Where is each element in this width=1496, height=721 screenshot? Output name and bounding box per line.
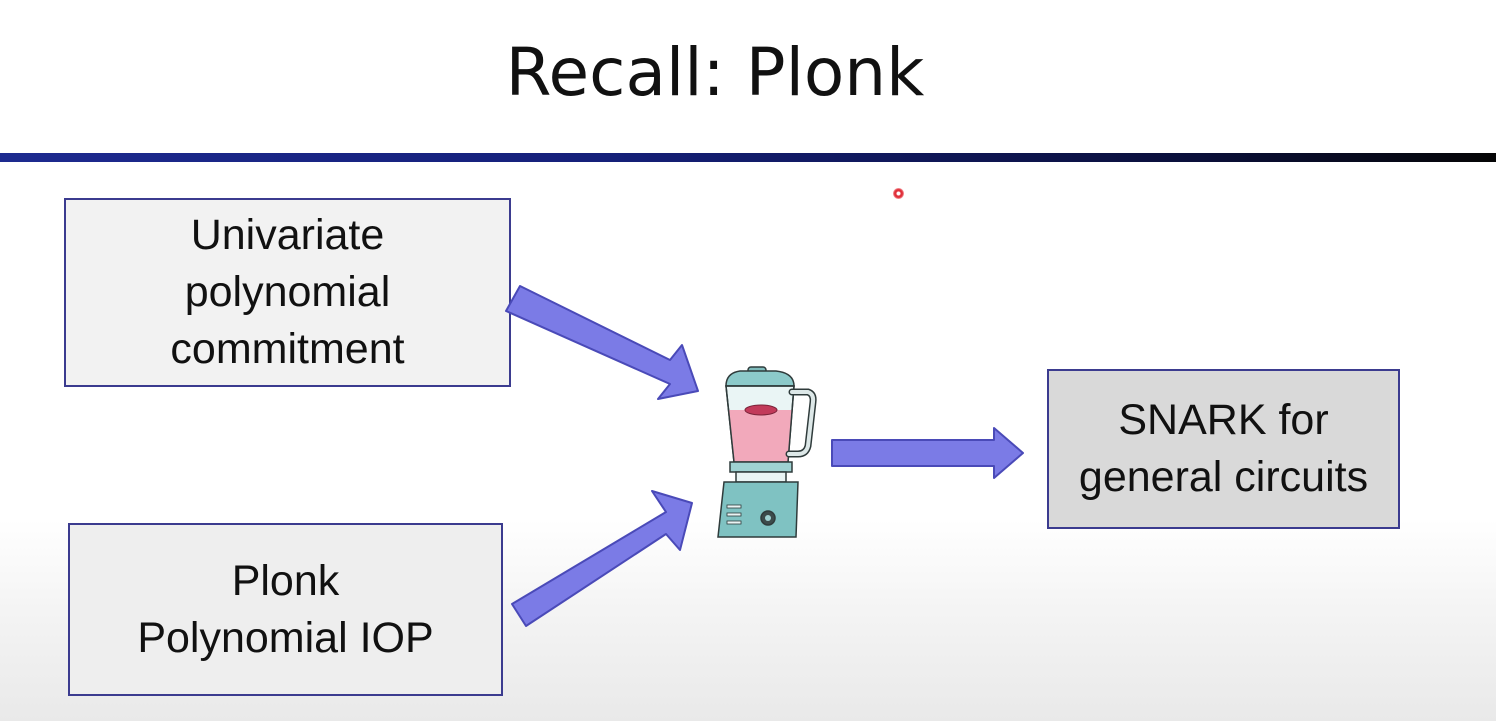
box-label-line: polynomial <box>184 268 391 316</box>
laser-pointer-dot <box>893 188 904 199</box>
box-label-line: commitment <box>170 325 405 373</box>
box-label-line: SNARK for <box>1118 396 1329 444</box>
arrow-iop-to-blender <box>511 490 693 627</box>
snark-box: SNARK for general circuits <box>1047 369 1400 529</box>
arrow-blender-to-snark <box>831 427 1024 479</box>
box-label-line: general circuits <box>1078 453 1369 501</box>
univariate-commitment-box: Univariate polynomial commitment <box>64 198 511 387</box>
box-label-line: Polynomial IOP <box>137 613 434 662</box>
title-divider <box>0 153 1496 162</box>
box-label-line: Univariate <box>190 211 385 259</box>
blender-icon <box>717 366 817 538</box>
arrow-upc-to-blender <box>505 285 699 400</box>
plonk-iop-box: Plonk Polynomial IOP <box>68 523 503 696</box>
slide-title: Recall: Plonk <box>505 34 925 111</box>
box-label-line: Plonk <box>231 556 340 605</box>
